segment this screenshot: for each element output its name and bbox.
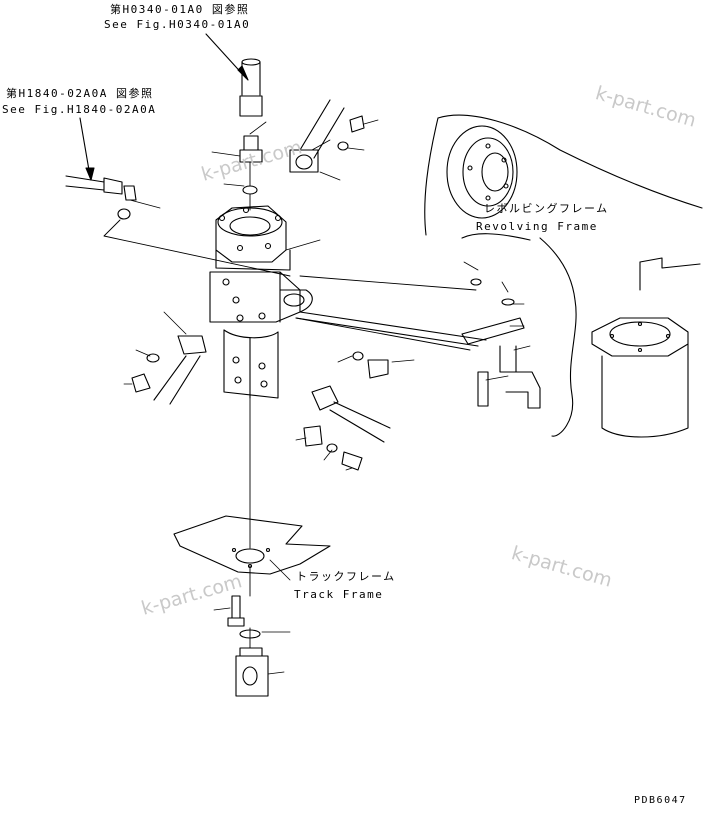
leader-lines <box>123 119 531 675</box>
elbow-fitting <box>352 351 389 379</box>
upper-reference-jp: 第H0340-01A0 図参照 <box>110 3 250 16</box>
center-lines <box>103 161 477 649</box>
stopper-arm <box>279 289 487 347</box>
left-reference-jp: 第H1840-02A0A 図参照 <box>6 87 154 100</box>
drawing-code: PDB6047 <box>634 795 687 806</box>
track-frame-label-jp: トラックフレーム <box>296 570 396 583</box>
lock-bracket <box>461 278 541 409</box>
revolving-frame-label-en: Revolving Frame <box>476 220 598 233</box>
swivel-joint-body <box>209 271 301 399</box>
upper-right-hose <box>289 99 365 173</box>
revolving-frame-label-jp: レボルビングフレーム <box>484 202 609 215</box>
swivel-joint-top-cover <box>215 205 291 271</box>
revolving-frame-tank <box>591 257 701 438</box>
revolving-frame-bearing-ring <box>446 125 518 219</box>
revolving-frame-outline <box>424 114 703 437</box>
lower-bolt-and-seal <box>227 595 261 639</box>
left-reference-en: See Fig.H1840-02A0A <box>2 103 157 116</box>
track-frame-label-en: Track Frame <box>294 588 384 601</box>
bottom-connector <box>235 647 269 697</box>
upper-reference-en: See Fig.H0340-01A0 <box>104 18 251 31</box>
upper-hose <box>239 58 263 195</box>
right-flange-hose <box>303 385 391 471</box>
reference-arrows <box>79 33 249 181</box>
track-frame-plate <box>173 515 331 575</box>
left-hose-fitting <box>65 175 137 220</box>
left-flange-hose <box>131 335 207 405</box>
